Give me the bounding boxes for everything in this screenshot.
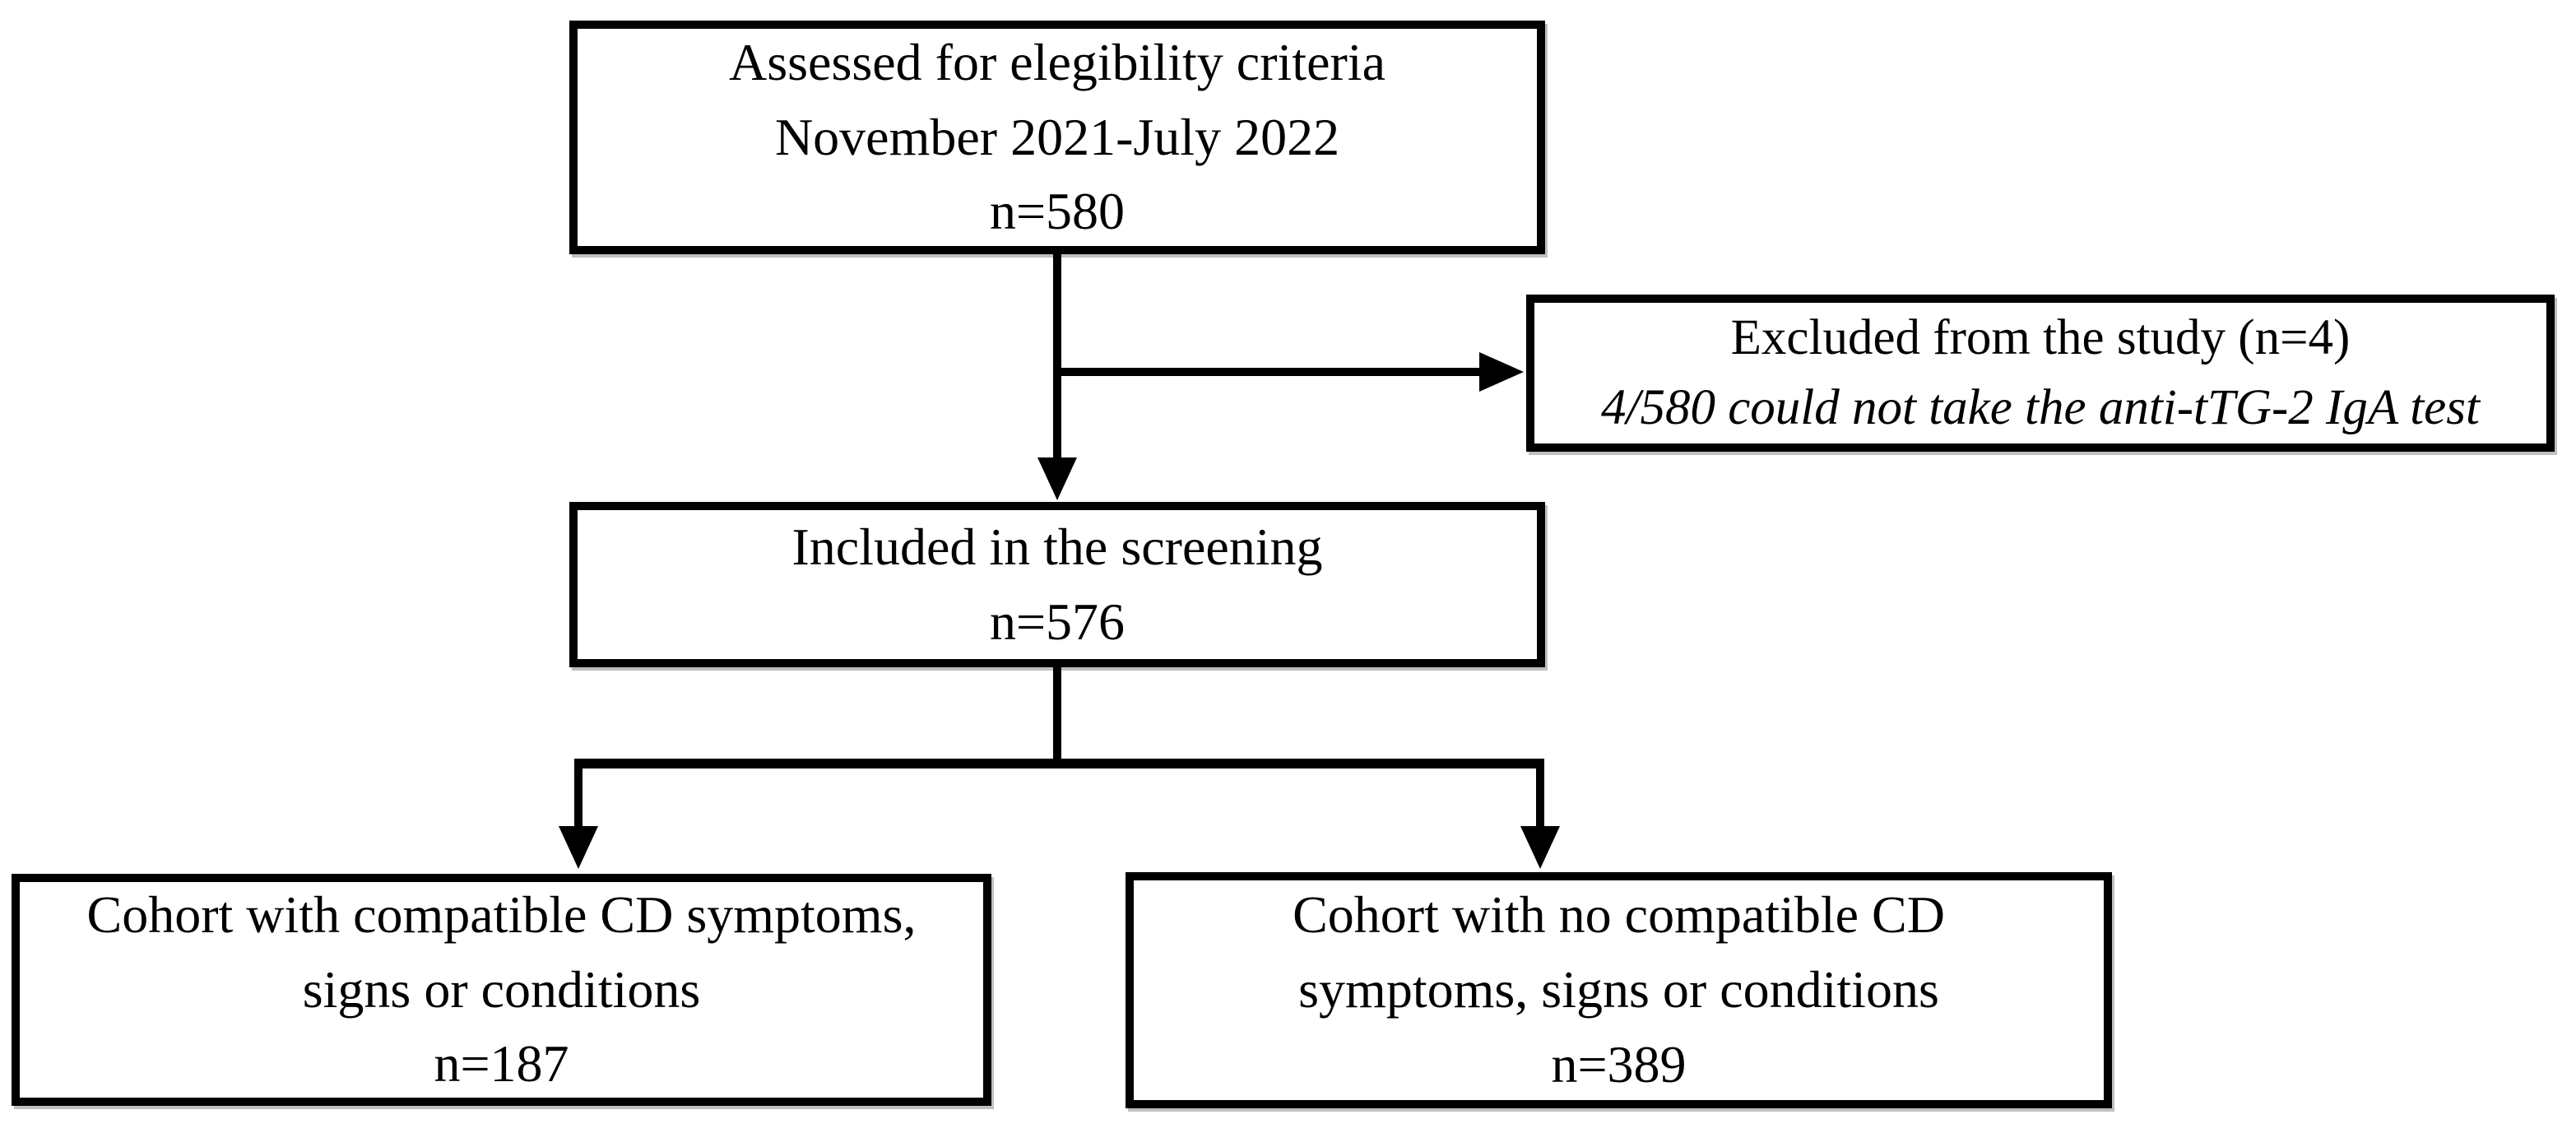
connector-included-to-split <box>578 666 1540 768</box>
arrow-assessed-to-included <box>1037 253 1077 500</box>
assessed-box-count: n=580 <box>989 182 1126 241</box>
arrow-split-to-cohort-compatible <box>559 759 598 869</box>
cohort-compatible-box: Cohort with compatible CD symptoms, sign… <box>12 874 991 1106</box>
assessed-box-line-1: Assessed for elegibility criteria <box>729 32 1385 91</box>
included-box-count: n=576 <box>989 592 1126 651</box>
cohort-no-compatible-box-line-2: symptoms, signs or conditions <box>1298 960 1939 1019</box>
arrow-assessed-to-excluded <box>1057 352 1524 392</box>
excluded-box-line-1: Excluded from the study (n=4) <box>1730 310 2351 366</box>
cohort-compatible-box-line-1: Cohort with compatible CD symptoms, <box>86 885 917 944</box>
included-box: Included in the screening n=576 <box>569 502 1545 667</box>
arrow-split-to-cohort-no-compatible <box>1520 759 1560 869</box>
cohort-no-compatible-box: Cohort with no compatible CD symptoms, s… <box>1126 872 2112 1108</box>
excluded-box-reason: 4/580 could not take the anti-tTG-2 IgA … <box>1601 379 2480 435</box>
assessed-box: Assessed for elegibility criteria Novemb… <box>569 21 1545 254</box>
excluded-box: Excluded from the study (n=4) 4/580 coul… <box>1526 295 2555 452</box>
included-box-line-1: Included in the screening <box>791 517 1323 576</box>
cohort-no-compatible-box-line-1: Cohort with no compatible CD <box>1293 885 1945 945</box>
assessed-box-line-2: November 2021-July 2022 <box>774 107 1340 166</box>
cohort-compatible-box-line-2: signs or conditions <box>302 959 701 1019</box>
cohort-no-compatible-box-count: n=389 <box>1551 1034 1687 1094</box>
cohort-compatible-box-count: n=187 <box>434 1034 569 1094</box>
